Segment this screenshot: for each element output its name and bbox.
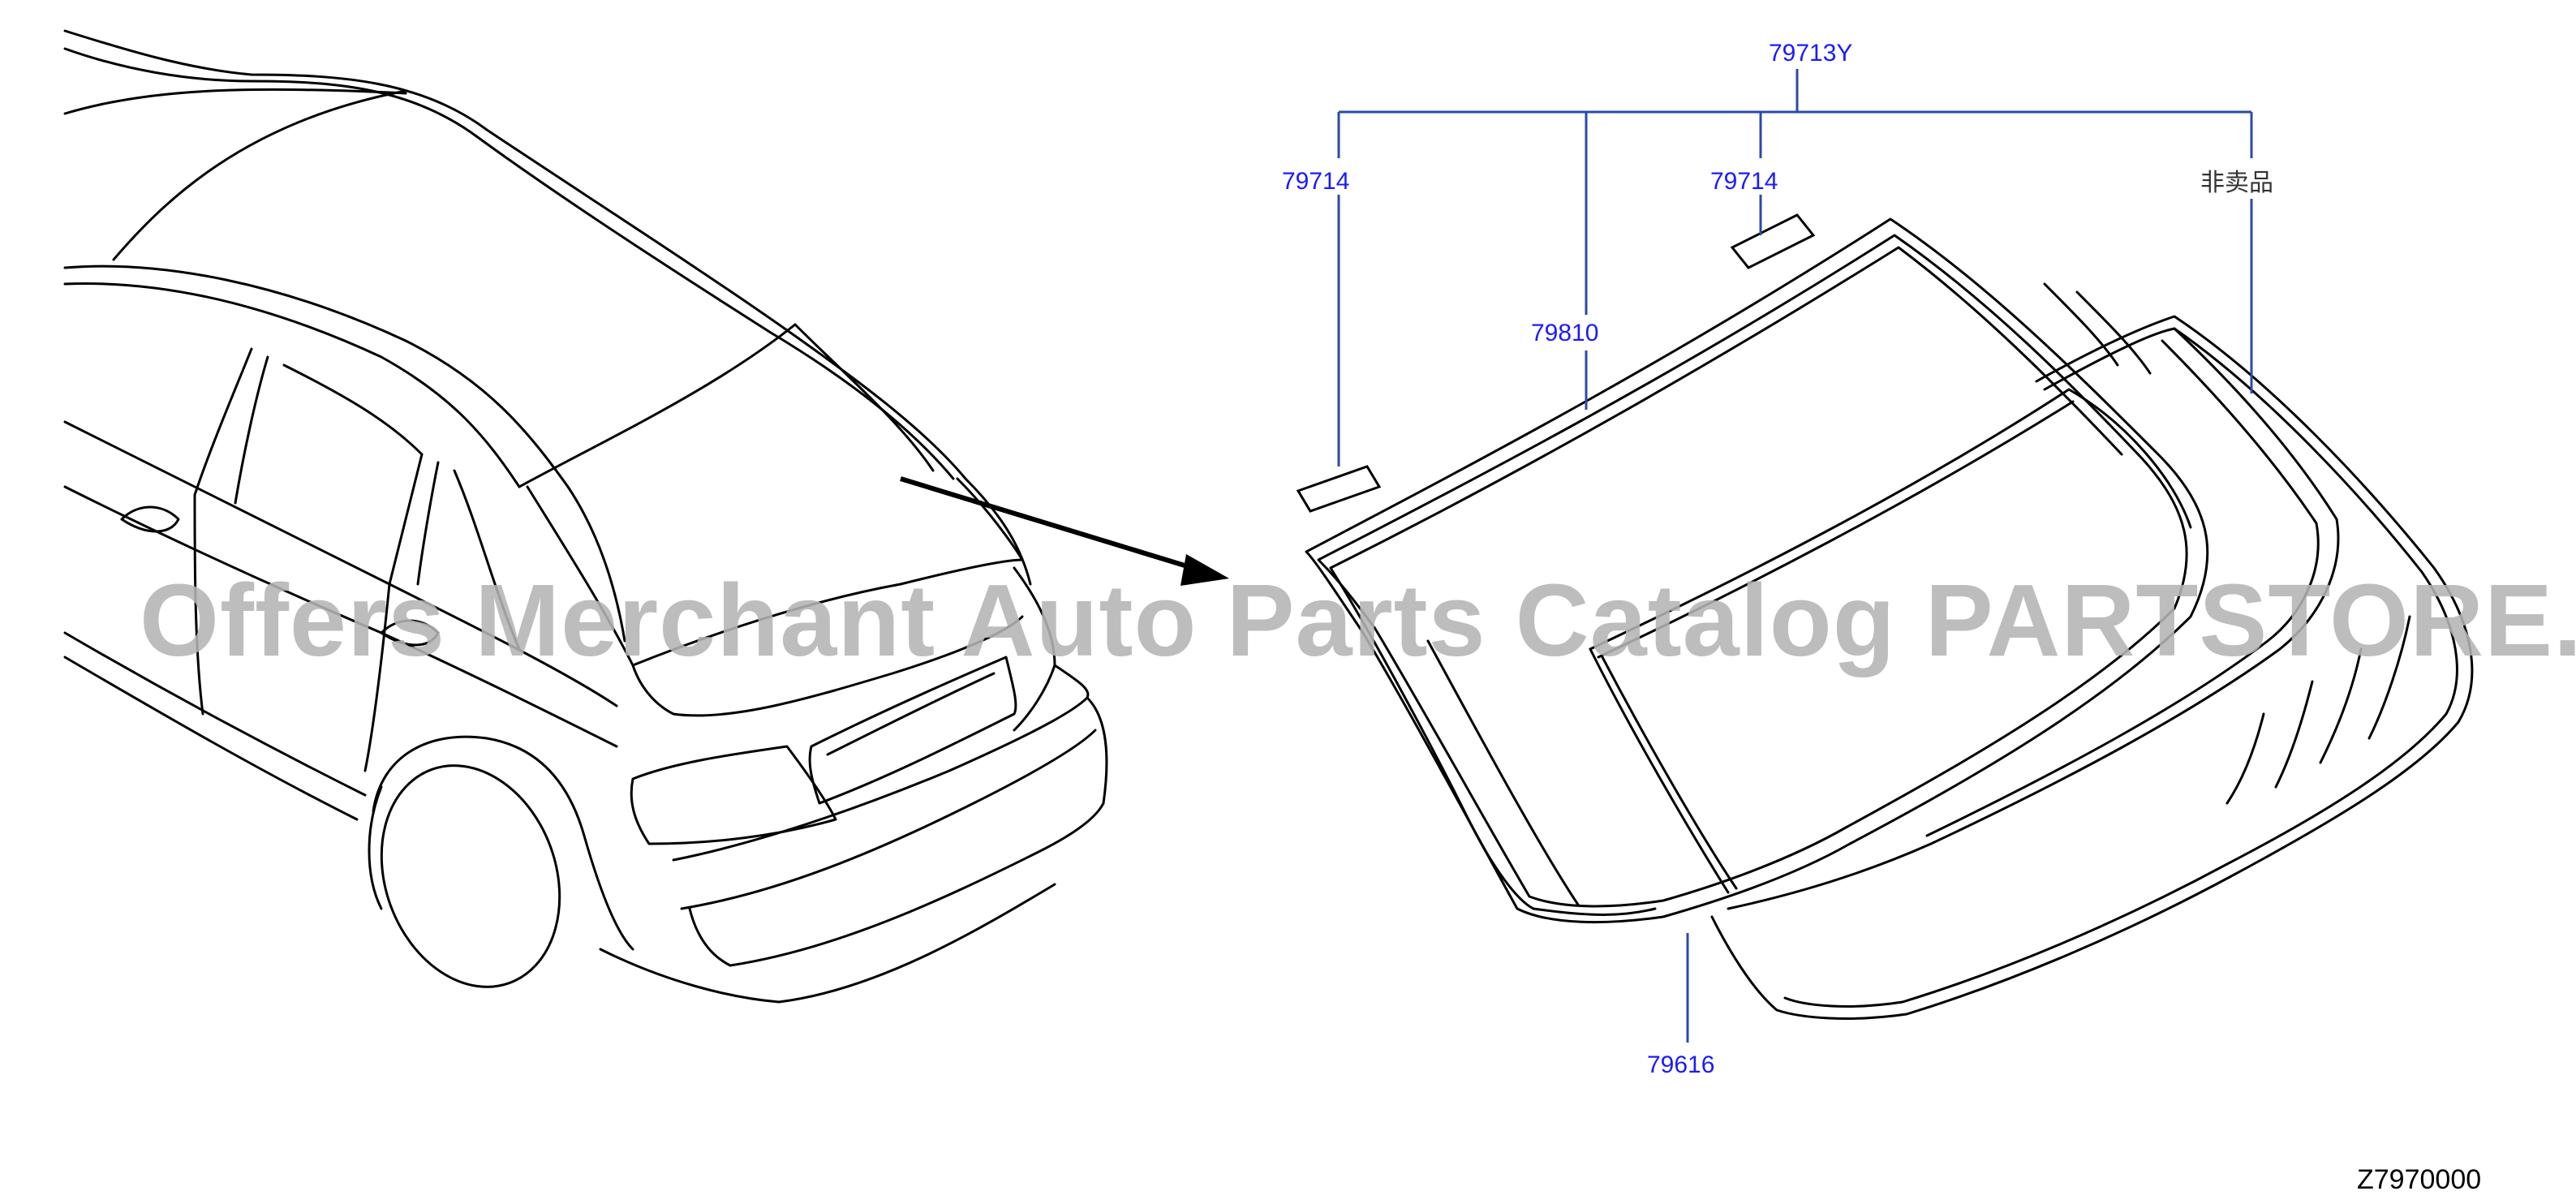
drawing-code: Z7970000 [2357, 1164, 2481, 1195]
callout-glass: 79810 [1531, 320, 1598, 346]
callout-clip-left: 79714 [1282, 168, 1349, 195]
back-window-glass [1305, 217, 2474, 1020]
clip-parts [1296, 213, 1816, 513]
callout-clip-right: 79714 [1710, 168, 1778, 195]
callout-moulding: 79616 [1647, 1051, 1714, 1078]
clip-right [1730, 213, 1816, 269]
watermark: Offers Merchant Auto Parts Catalog PARTS… [140, 563, 2576, 677]
callout-not-for-sale: 非卖品 [2200, 170, 2273, 196]
clip-left [1296, 465, 1382, 513]
callout-labels: 79713Y 79714 79714 79810 非卖品 79616 [1282, 40, 2273, 1078]
callout-assembly: 79713Y [1769, 40, 1852, 67]
pointer-arrow [900, 476, 1229, 586]
car-rear-illustration [63, 29, 1108, 1004]
leader-lines [1337, 69, 2253, 1043]
